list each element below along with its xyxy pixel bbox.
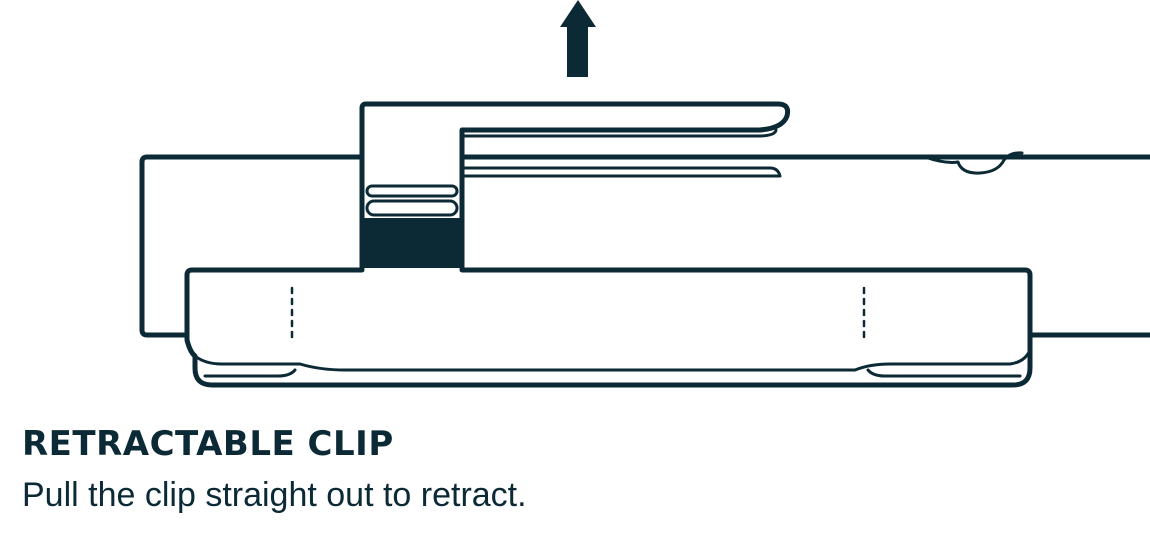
arrow-up-icon <box>560 0 596 77</box>
diagram-heading: RETRACTABLE CLIP <box>22 424 394 464</box>
rear-housing-notch <box>923 151 1024 175</box>
clip-slot-upper <box>365 184 459 198</box>
clip-arm-upper-line <box>460 128 778 138</box>
retractable-clip-diagram <box>139 0 1150 388</box>
clip-base-block <box>362 218 462 268</box>
clip-arm-tip <box>460 166 782 178</box>
clip-slot-lower <box>365 199 459 217</box>
diagram-caption: Pull the clip straight out to retract. <box>22 476 527 514</box>
main-body <box>184 267 1033 388</box>
main-body-inner-bottom <box>193 348 1032 372</box>
main-body-foot-left <box>203 368 297 378</box>
rear-housing <box>139 154 365 338</box>
clip-head <box>359 101 791 271</box>
main-body-foot-right <box>866 368 1022 378</box>
